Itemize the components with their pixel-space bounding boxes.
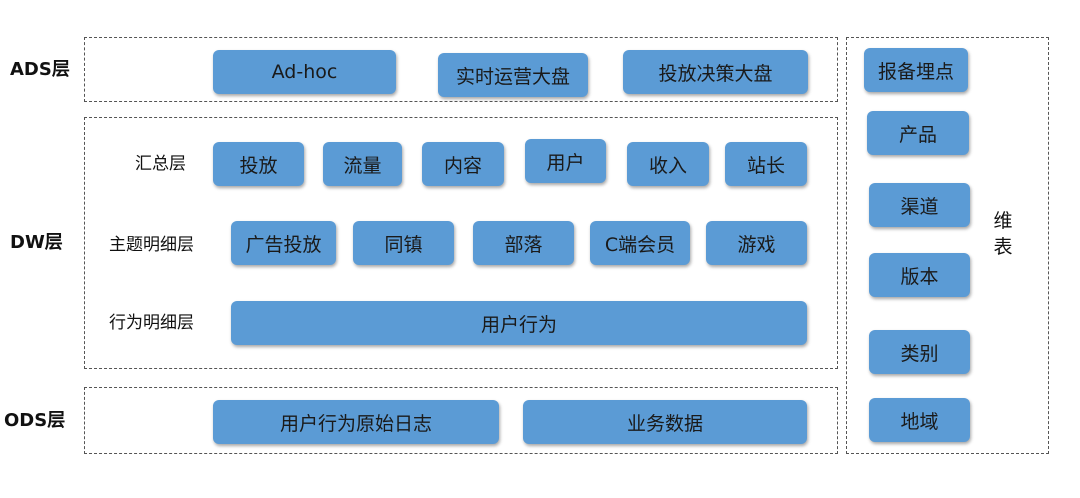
dimension-region bbox=[846, 37, 1049, 454]
dw-summary-item-user: 用户 bbox=[525, 139, 606, 183]
ads-item-realtime-dashboard: 实时运营大盘 bbox=[438, 53, 588, 97]
dw-topic-item-c-member: C端会员 bbox=[590, 221, 690, 265]
ads-region bbox=[84, 37, 838, 102]
dw-topic-label: 主题明细层 bbox=[109, 235, 194, 255]
dimension-title: 维 表 bbox=[992, 208, 1014, 260]
dw-summary-item-content: 内容 bbox=[422, 142, 504, 186]
ods-region bbox=[84, 387, 838, 454]
ods-layer-label: ODS层 bbox=[4, 410, 66, 431]
dimension-title-line2: 表 bbox=[993, 236, 1013, 258]
dimension-item-category: 类别 bbox=[869, 330, 970, 374]
dw-topic-item-ad-delivery: 广告投放 bbox=[231, 221, 336, 265]
dw-summary-item-traffic: 流量 bbox=[323, 142, 402, 186]
dimension-item-channel: 渠道 bbox=[869, 183, 970, 227]
dw-topic-item-tongzhen: 同镇 bbox=[353, 221, 454, 265]
ods-item-raw-log: 用户行为原始日志 bbox=[213, 400, 499, 444]
dw-summary-item-revenue: 收入 bbox=[627, 142, 709, 186]
dw-layer-label: DW层 bbox=[10, 232, 63, 253]
dimension-item-tracking: 报备埋点 bbox=[864, 48, 968, 92]
dw-summary-label: 汇总层 bbox=[135, 154, 186, 174]
dw-behavior-item-user-behavior: 用户行为 bbox=[231, 301, 807, 345]
dw-summary-item-delivery: 投放 bbox=[213, 142, 304, 186]
ads-layer-label: ADS层 bbox=[10, 59, 70, 80]
dimension-title-line1: 维 bbox=[993, 210, 1013, 232]
dw-region bbox=[84, 117, 838, 369]
dimension-item-region: 地域 bbox=[869, 398, 970, 442]
dimension-item-version: 版本 bbox=[869, 253, 970, 297]
ads-item-adhoc: Ad-hoc bbox=[213, 50, 396, 94]
dw-summary-item-webmaster: 站长 bbox=[725, 142, 807, 186]
dimension-item-product: 产品 bbox=[867, 111, 969, 155]
dw-topic-item-tribe: 部落 bbox=[473, 221, 574, 265]
ads-item-decision-dashboard: 投放决策大盘 bbox=[623, 50, 808, 94]
dw-topic-item-game: 游戏 bbox=[706, 221, 807, 265]
dw-behavior-label: 行为明细层 bbox=[109, 313, 194, 333]
ods-item-business-data: 业务数据 bbox=[523, 400, 807, 444]
